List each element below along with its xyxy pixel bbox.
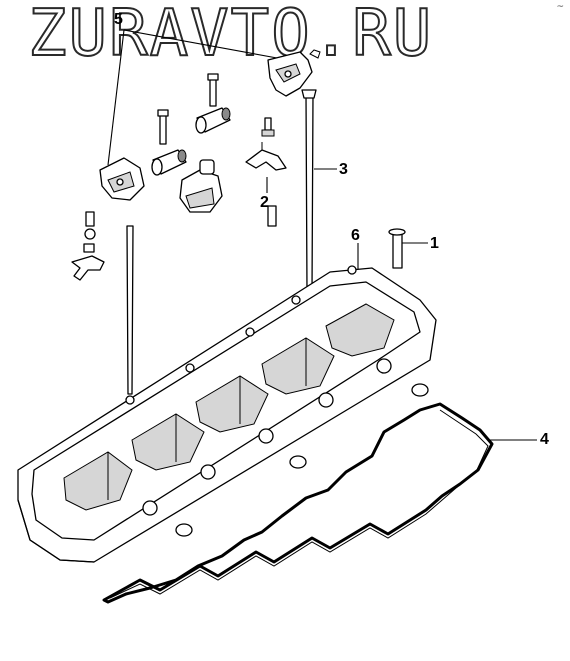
roller-bushings — [151, 107, 231, 176]
rocker-bracket-right — [267, 49, 321, 97]
callout-4: 4 — [540, 431, 549, 448]
leader-5a — [123, 29, 278, 59]
callout-1: 1 — [430, 235, 439, 252]
callout-3: 3 — [339, 161, 348, 178]
leader-5b — [107, 29, 125, 166]
studs — [157, 73, 275, 145]
watermark-text: ZURAVTO.RU — [27, 0, 434, 71]
gasket-part-4 — [102, 402, 494, 604]
bolt-part-1 — [388, 228, 406, 269]
rocker-arm — [179, 159, 223, 213]
rocker-bracket-left — [99, 157, 145, 201]
clamp-part-2 — [245, 142, 287, 171]
corner-mark: ~ — [556, 2, 564, 12]
small-hardware-left — [71, 211, 105, 281]
callout-5: 5 — [114, 11, 123, 28]
push-rods — [126, 89, 317, 395]
callout-2: 2 — [260, 194, 269, 211]
callout-6: 6 — [351, 227, 360, 244]
leader-lines — [107, 29, 537, 441]
valve-cover-part-6 — [17, 265, 437, 563]
